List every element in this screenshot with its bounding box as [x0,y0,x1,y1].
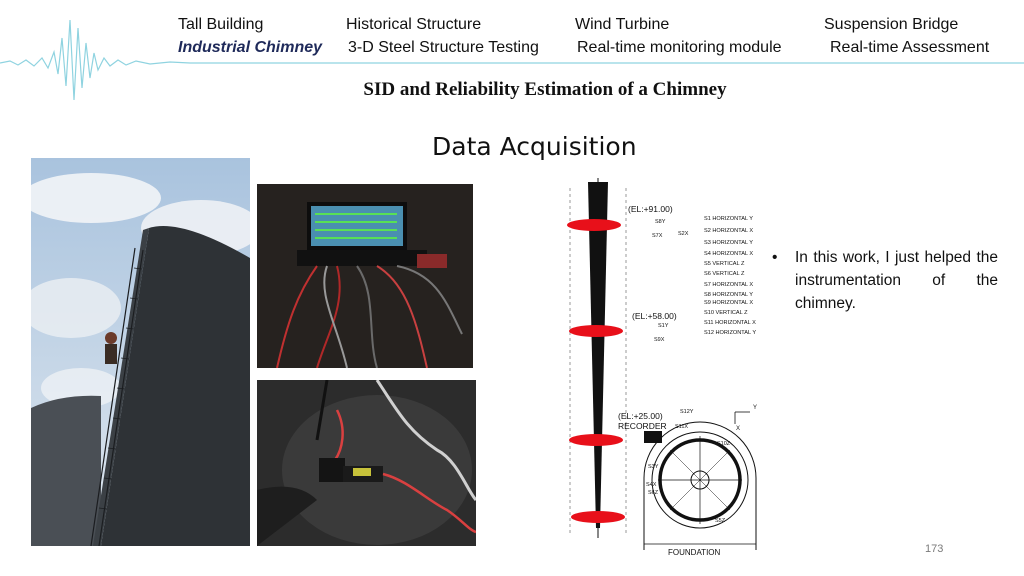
elevation-label: (EL:+91.00) [628,204,673,214]
sensor-label: S12Y [680,409,694,415]
elevation-label: (EL:+25.00) [618,411,663,421]
elevation-label: (EL:+58.00) [632,311,677,321]
seismic-wave-decoration [0,19,1024,101]
nav-realtime-monitoring[interactable]: Real-time monitoring module [577,39,782,56]
bullet-text: In this work, I just helped the instrume… [795,249,998,312]
sensor-label: S11X [675,424,688,430]
data-acquisition-monitor-photo [257,184,473,368]
bullet-dot: • [772,249,778,266]
axis-x-label: X [736,426,740,432]
nav-historical-structure[interactable]: Historical Structure [346,16,482,33]
slide-title: SID and Reliability Estimation of a Chim… [363,79,727,100]
legend-entry: S7 HORIZONTAL X [704,282,753,288]
bullet-point: • In this work, I just helped the instru… [772,246,998,315]
sensor-label: S10Z [717,441,731,447]
sensor-level-marker [571,511,625,523]
sensor-label: S7X [652,233,663,239]
foundation-label: FOUNDATION [668,548,721,557]
legend-entry: S1 HORIZONTAL Y [704,216,753,222]
sensor-label: S5Z [715,518,726,524]
legend-entry: S12 HORIZONTAL Y [704,330,756,336]
sensor-label: S8Y [655,219,666,225]
sensor-level-marker [567,219,621,231]
sensor-label: S3Y [648,464,659,470]
chimney-ladder-photo [31,158,250,546]
sensor-level-marker [569,434,623,446]
legend-entry: S3 HORIZONTAL Y [704,240,753,246]
legend-entry: S9 HORIZONTAL X [704,300,753,306]
section-heading: Data Acquisition [432,132,637,161]
page-number: 173 [925,543,944,555]
sensor-label: S2X [678,231,689,237]
legend-entry: S8 HORIZONTAL Y [704,292,753,298]
sensor-label: S1Y [658,323,669,329]
axis-y-label: Y [753,405,757,411]
nav-industrial-chimney[interactable]: Industrial Chimney [178,39,323,56]
legend-entry: S10 VERTICAL Z [704,310,748,316]
sensor-layout-diagram: (EL:+91.00) S8Y S7X S2X (EL:+58.00) S1Y … [567,178,757,557]
legend-entry: S4 HORIZONTAL X [704,251,753,257]
recorder-label: RECORDER [618,421,667,431]
nav-steel-structure-testing[interactable]: 3-D Steel Structure Testing [348,39,539,56]
sensor-label: S6Z [648,490,659,496]
legend-entry: S6 VERTICAL Z [704,271,745,277]
legend-entry: S5 VERTICAL Z [704,261,745,267]
accelerometer-sensor-photo [257,380,476,546]
legend-entry: S11 HORIZONTAL X [704,320,756,326]
nav-realtime-assessment[interactable]: Real-time Assessment [830,39,990,56]
nav-tall-building[interactable]: Tall Building [178,16,264,33]
sensor-label: S4X [646,482,657,488]
nav-wind-turbine[interactable]: Wind Turbine [575,16,670,33]
nav-suspension-bridge[interactable]: Suspension Bridge [824,16,959,33]
sensor-level-marker [569,325,623,337]
sensor-label: S9X [654,337,665,343]
legend-entry: S2 HORIZONTAL X [704,228,753,234]
